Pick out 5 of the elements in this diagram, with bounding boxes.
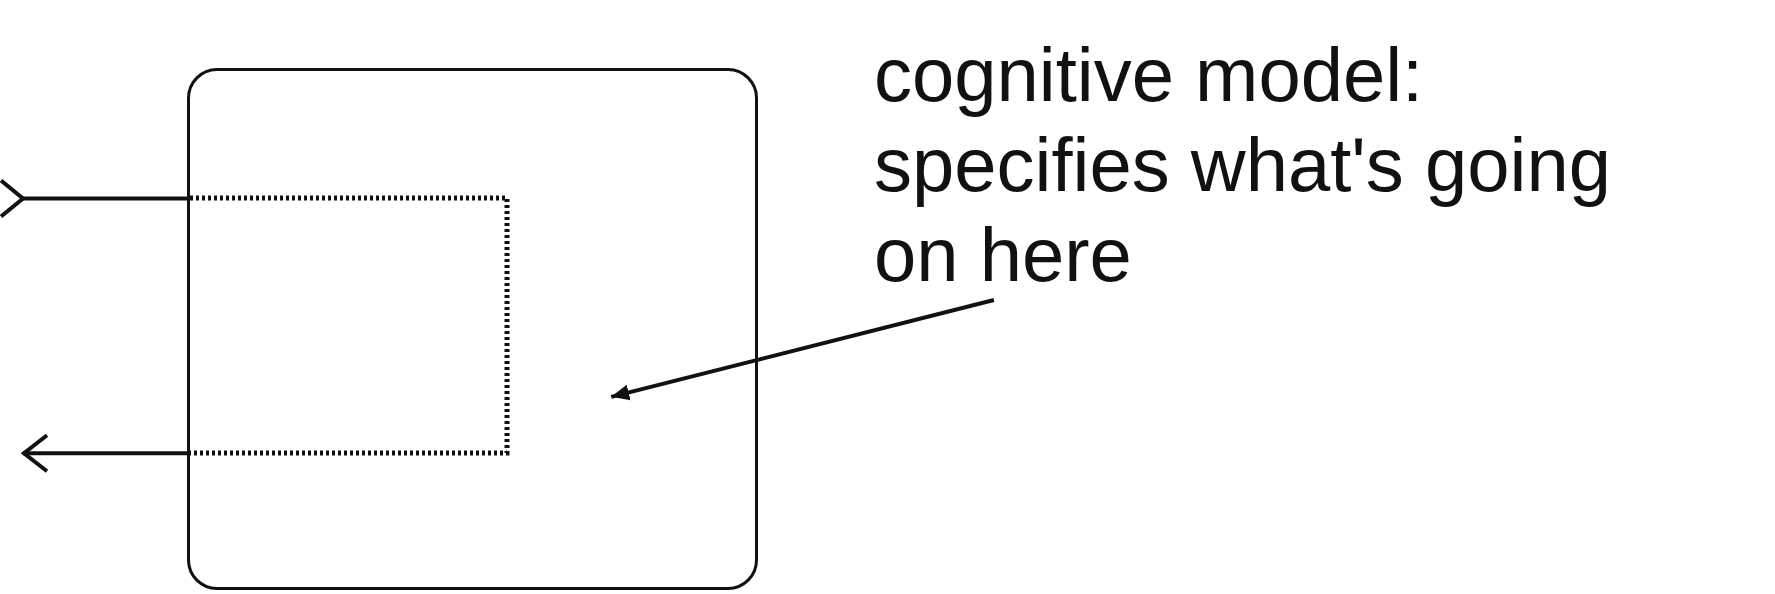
- process-box: [187, 68, 758, 590]
- annotation-text: cognitive model: specifies what's going on here: [874, 30, 1684, 300]
- leader-arrow: [610, 298, 995, 401]
- output-arrow: [22, 433, 187, 474]
- input-arrow: [0, 178, 187, 219]
